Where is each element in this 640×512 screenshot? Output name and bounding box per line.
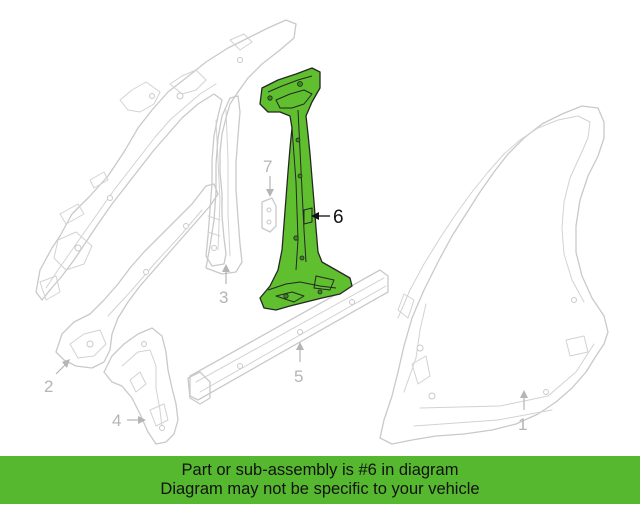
part-7-bracket[interactable] (261, 197, 277, 233)
callout-7: 7 (263, 157, 274, 197)
part-2-hinge-pillar-inner[interactable] (55, 183, 219, 369)
svg-text:2: 2 (44, 377, 53, 396)
part-2-a-pillar-roof-rail[interactable] (35, 19, 297, 301)
callout-5: 5 (294, 342, 304, 386)
svg-text:3: 3 (219, 288, 228, 307)
callout-3: 3 (219, 264, 230, 307)
part-3-b-pillar-inner[interactable] (205, 95, 243, 275)
part-6-b-pillar-reinforcement[interactable] (259, 67, 353, 311)
callout-2: 2 (44, 359, 70, 396)
banner-line-part: Part or sub-assembly is #6 in diagram (181, 461, 459, 479)
svg-text:7: 7 (263, 157, 272, 176)
part-info-banner: Part or sub-assembly is #6 in diagram Di… (0, 456, 640, 504)
part-5-rocker-reinforcement[interactable] (187, 269, 389, 405)
svg-text:1: 1 (518, 415, 527, 434)
svg-text:6: 6 (333, 207, 344, 228)
callout-6: 6 (311, 207, 344, 228)
part-1-body-side-outer[interactable] (379, 105, 609, 445)
banner-line-disclaimer: Diagram may not be specific to your vehi… (160, 480, 480, 498)
svg-text:4: 4 (112, 411, 121, 430)
callout-4: 4 (112, 411, 146, 430)
callout-1: 1 (518, 390, 528, 434)
svg-text:5: 5 (294, 367, 303, 386)
part-4-lower-reinforcement[interactable] (103, 327, 179, 445)
